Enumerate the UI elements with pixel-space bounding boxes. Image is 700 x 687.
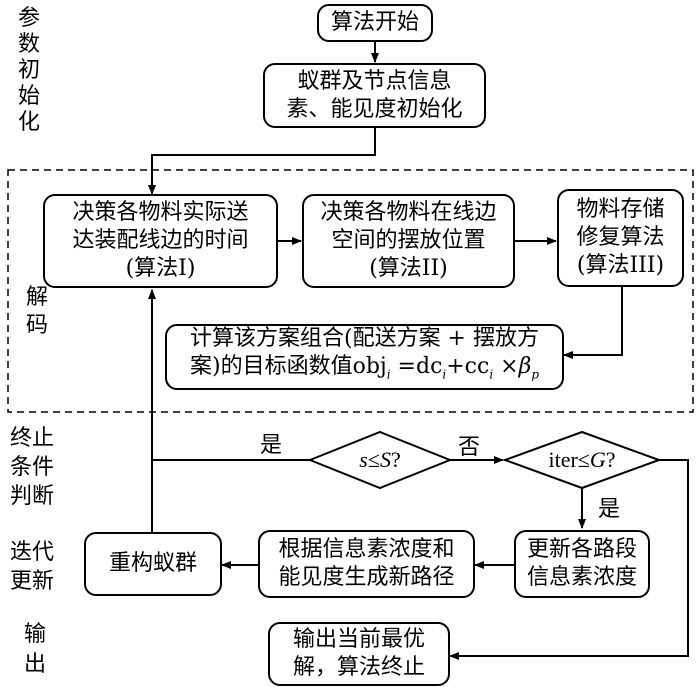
- node-text: =dc: [390, 354, 443, 380]
- decision-q: ?: [390, 447, 401, 472]
- side-label-char: 出: [24, 652, 47, 677]
- node-text: 素、能见度初始化: [286, 96, 463, 122]
- node-start: 算法开始: [317, 4, 433, 42]
- side-label-char: 参: [18, 6, 41, 31]
- decision-iter-text: iter≤G?: [515, 448, 649, 472]
- side-label-output: 输 出: [24, 620, 54, 680]
- node-text: (算法II): [369, 256, 448, 281]
- node-text: 输出当前最优: [292, 627, 425, 652]
- decision-var: s: [359, 447, 368, 472]
- node-text: (算法I): [125, 256, 196, 281]
- node-text: 修复算法: [576, 225, 665, 250]
- decision-s-text: s≤S?: [320, 448, 440, 472]
- side-label-iterate: 迭代 更新: [10, 538, 70, 596]
- decision-q: ?: [605, 447, 616, 472]
- decision-var: iter: [548, 447, 578, 472]
- decode-region-frame: [7, 169, 694, 413]
- side-label-char: 码: [26, 313, 49, 338]
- side-label-char: 初: [18, 58, 41, 83]
- node-text: 计算该方案组合(配送方案 + 摆放方: [189, 326, 539, 352]
- side-label-decode: 解 码: [26, 284, 56, 340]
- edge-label-yes-left: 是: [260, 433, 283, 458]
- side-label-line: 条件: [10, 455, 55, 480]
- node-text: 决策各物料在线边: [320, 200, 497, 225]
- node-text: 算法开始: [330, 10, 419, 35]
- node-text: 蚁群及节点信息: [297, 68, 452, 94]
- node-text: 能见度生成新路径: [278, 565, 455, 590]
- node-text: 案)的目标函数值obj: [189, 354, 387, 380]
- node-rebuild: 重构蚁群: [84, 532, 222, 596]
- node-decide-time: 决策各物料实际送 达装配线边的时间 (算法I): [43, 194, 278, 288]
- side-label-line: 终止: [10, 426, 55, 451]
- side-label-char: 始: [18, 84, 41, 109]
- side-label-line: 更新: [10, 569, 55, 594]
- node-text: +cc: [446, 354, 490, 380]
- node-objective: 计算该方案组合(配送方案 + 摆放方 案)的目标函数值obji =dci+cci…: [165, 324, 564, 390]
- node-text: 更新各路段: [526, 537, 637, 562]
- decision-op: ≤: [367, 447, 380, 472]
- subscript: i: [489, 367, 494, 382]
- decision-var: G: [589, 447, 606, 472]
- decision-var: S: [379, 447, 391, 472]
- side-label-char: 输: [24, 622, 47, 647]
- node-output: 输出当前最优 解，算法终止: [268, 622, 450, 686]
- node-update: 更新各路段 信息素浓度: [514, 530, 650, 598]
- node-text: 物料存储: [576, 197, 665, 222]
- node-text: 达装配线边的时间: [72, 228, 249, 253]
- node-text: 决策各物料实际送: [72, 200, 249, 225]
- edge-init-decide-time: [148, 128, 376, 195]
- edge-label-yes-down: 是: [598, 497, 621, 522]
- node-init: 蚁群及节点信息 素、能见度初始化: [263, 63, 486, 128]
- subscript: p: [531, 367, 540, 382]
- node-repair: 物料存储 修复算法 (算法III): [557, 189, 684, 287]
- decision-op: ≤: [577, 447, 590, 472]
- node-text: 信息素浓度: [526, 565, 637, 590]
- edge-repair-objective: [563, 287, 623, 359]
- side-label-char: 解: [26, 285, 49, 310]
- subscript: i: [442, 367, 447, 382]
- side-label-init: 参 数 初 始 化: [18, 6, 48, 136]
- node-text: (算法III): [576, 253, 665, 278]
- subscript: i: [386, 367, 391, 382]
- node-text: ×β: [493, 354, 532, 380]
- side-label-char: 化: [18, 110, 41, 135]
- side-label-char: 数: [18, 32, 41, 57]
- node-generate: 根据信息素浓度和 能见度生成新路径: [258, 530, 475, 598]
- edge-iter-output: [449, 459, 689, 660]
- node-text: 根据信息素浓度和: [278, 537, 455, 562]
- side-label-line: 判断: [10, 484, 55, 509]
- side-label-line: 迭代: [10, 540, 55, 565]
- node-text: 空间的摆放位置: [331, 228, 486, 253]
- side-label-terminate: 终止 条件 判断: [10, 424, 70, 511]
- objective-formula: 案)的目标函数值obji =dci+cci ×βp: [190, 353, 539, 388]
- node-decide-place: 决策各物料在线边 空间的摆放位置 (算法II): [302, 194, 515, 288]
- node-text: 解，算法终止: [292, 655, 425, 680]
- edge-label-no: 否: [458, 435, 481, 460]
- node-text: 重构蚁群: [108, 551, 197, 576]
